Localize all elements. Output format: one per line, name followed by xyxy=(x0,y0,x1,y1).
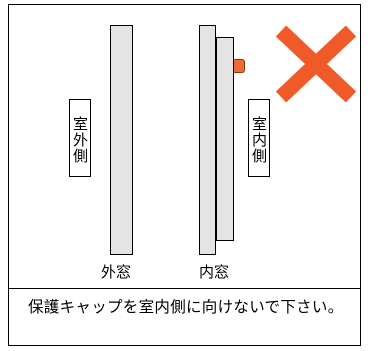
x-mark-icon xyxy=(275,25,357,103)
outer-window-caption: 外窓 xyxy=(101,263,132,281)
outdoor-side-label: 室外側 xyxy=(69,99,91,177)
inner-window-caption: 内窓 xyxy=(199,263,230,281)
warning-text: 保護キャップを室内側に向けないで下さい。 xyxy=(28,298,344,316)
protective-cap xyxy=(234,59,245,73)
inner-window-pane-back xyxy=(216,37,234,241)
diagram-frame xyxy=(8,4,361,346)
indoor-side-label: 室内側 xyxy=(248,99,270,177)
outer-window-pane xyxy=(110,25,133,255)
section-divider xyxy=(8,288,361,289)
inner-window-pane-front xyxy=(199,25,216,255)
